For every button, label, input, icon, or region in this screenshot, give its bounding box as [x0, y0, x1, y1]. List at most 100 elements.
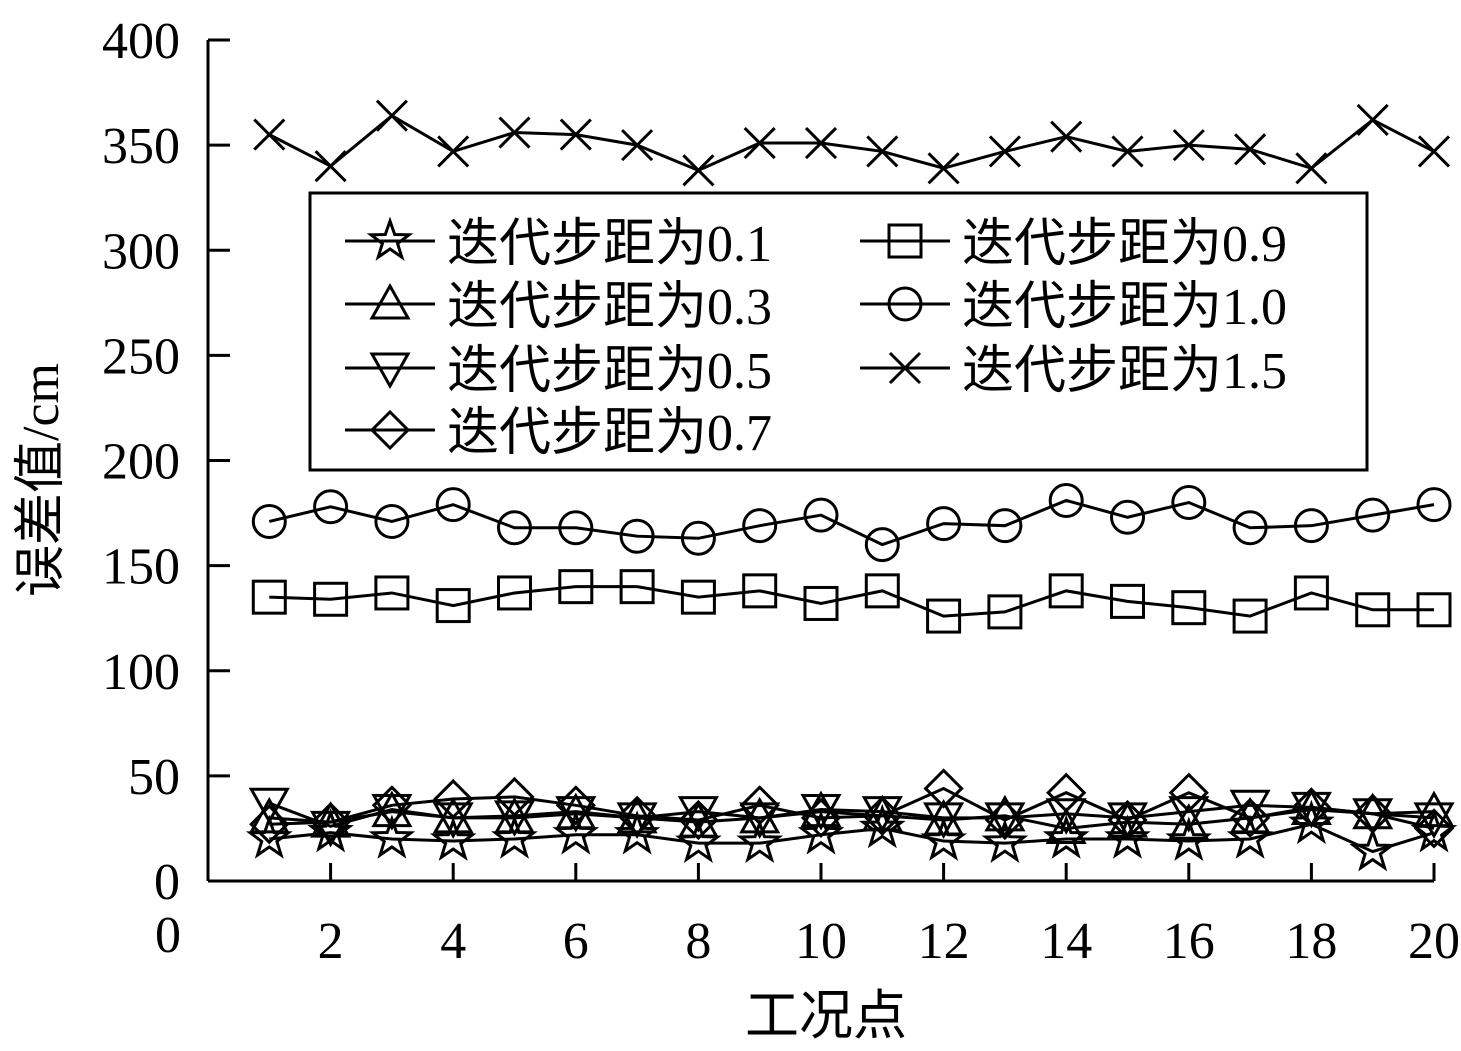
circle-marker: [435, 487, 471, 523]
triangle-down-marker: [800, 794, 842, 831]
x-tick-label: 16: [1163, 913, 1215, 970]
series-6: [251, 482, 1452, 563]
y-tick-label: 150: [102, 539, 180, 596]
star-marker: [366, 216, 414, 261]
x-tick-label: 10: [795, 913, 847, 970]
series-5: [251, 569, 1452, 634]
x-marker: [866, 135, 899, 168]
x-tick-label: 6: [563, 913, 589, 970]
star-marker: [429, 816, 477, 861]
square-marker: [1110, 583, 1145, 619]
legend-label: 迭代步距为1.0: [962, 279, 1287, 336]
series-line: [268, 498, 1435, 547]
circle-marker: [987, 508, 1023, 544]
triangle-up-marker: [1413, 790, 1455, 828]
legend-label: 迭代步距为1.5: [962, 343, 1287, 400]
legend: 迭代步距为0.1迭代步距为0.3迭代步距为0.5迭代步距为0.7迭代步距为0.9…: [308, 191, 1369, 472]
x-marker: [1295, 152, 1328, 185]
y-axis-label: 误差值/cm: [13, 363, 70, 597]
circle-marker: [1171, 485, 1207, 521]
x-origin-label: 0: [155, 907, 181, 964]
diamond-marker: [739, 785, 780, 826]
circle-marker: [497, 510, 532, 546]
diamond-marker: [1291, 787, 1332, 828]
x-tick-label: 20: [1408, 913, 1460, 970]
x-tick-label: 14: [1040, 913, 1092, 970]
circle-marker: [1048, 482, 1084, 518]
x-marker: [1356, 103, 1389, 136]
x-tick-label: 2: [318, 913, 344, 970]
series-line: [269, 786, 1435, 830]
triangle-down-marker: [432, 802, 474, 839]
x-tick-label: 18: [1285, 913, 1337, 970]
x-marker: [437, 135, 470, 168]
x-marker: [375, 99, 408, 132]
circle-marker: [887, 286, 923, 322]
star-marker: [797, 810, 845, 855]
square-marker: [1416, 592, 1452, 628]
x-marker: [1172, 129, 1205, 162]
triangle-down-marker: [677, 796, 719, 833]
star-marker: [981, 818, 1029, 863]
x-tick-label: 8: [685, 913, 711, 970]
circle-marker: [803, 497, 839, 533]
triangle-down-marker: [310, 810, 352, 848]
legend-label: 迭代步距为0.7: [447, 405, 772, 462]
square-marker: [374, 575, 410, 611]
diamond-marker: [678, 799, 719, 841]
diamond-marker: [1168, 772, 1209, 813]
triangle-up-marker: [1045, 807, 1087, 844]
triangle-down-marker: [371, 794, 413, 831]
star-marker: [368, 814, 416, 859]
square-marker: [435, 588, 471, 624]
y-tick-label: 200: [102, 434, 180, 491]
circle-marker: [1293, 508, 1329, 544]
star-marker: [1165, 816, 1213, 861]
x-axis-label: 工况点: [745, 986, 907, 1046]
square-marker: [313, 581, 349, 617]
legend-entry: 迭代步距为0.1: [345, 216, 772, 273]
diamond-marker: [862, 795, 903, 836]
square-marker: [1293, 575, 1329, 611]
circle-marker: [1232, 510, 1268, 546]
y-tick-label: 250: [102, 328, 180, 385]
triangle-down-marker: [1045, 798, 1087, 835]
triangle-down-marker: [493, 800, 536, 837]
circle-marker: [1110, 499, 1145, 535]
triangle-down-marker: [248, 787, 290, 825]
square-marker: [926, 598, 962, 634]
x-marker: [498, 116, 531, 149]
legend-entry: 迭代步距为0.9: [860, 216, 1287, 273]
diamond-marker: [249, 804, 290, 845]
square-marker: [497, 575, 532, 611]
x-marker: [253, 118, 286, 151]
square-marker: [803, 585, 839, 621]
legend-entry: 迭代步距为0.7: [345, 405, 772, 462]
legend-entry: 迭代步距为0.3: [345, 279, 772, 336]
legend-label: 迭代步距为0.3: [447, 279, 772, 336]
square-marker: [887, 223, 923, 259]
series-7: [253, 99, 1451, 187]
triangle-up-marker: [369, 282, 411, 320]
diamond-marker: [433, 778, 474, 820]
circle-marker: [742, 508, 778, 544]
legend-entry: 迭代步距为1.5: [860, 343, 1287, 400]
circle-marker: [619, 518, 655, 554]
x-marker: [682, 154, 715, 187]
diamond-marker: [1352, 793, 1393, 834]
diamond-marker: [1413, 808, 1455, 849]
legend-box: [308, 191, 1369, 472]
square-marker: [1355, 592, 1391, 628]
circle-marker: [926, 506, 962, 542]
x-marker: [1234, 133, 1267, 166]
legend-entry: 迭代步距为1.0: [860, 279, 1287, 336]
triangle-up-marker: [1168, 803, 1210, 840]
triangle-down-marker: [369, 352, 411, 390]
square-marker: [251, 579, 287, 615]
series-4: [249, 768, 1455, 849]
square-marker: [1171, 590, 1207, 626]
x-marker: [888, 351, 922, 385]
x-marker: [621, 129, 654, 162]
